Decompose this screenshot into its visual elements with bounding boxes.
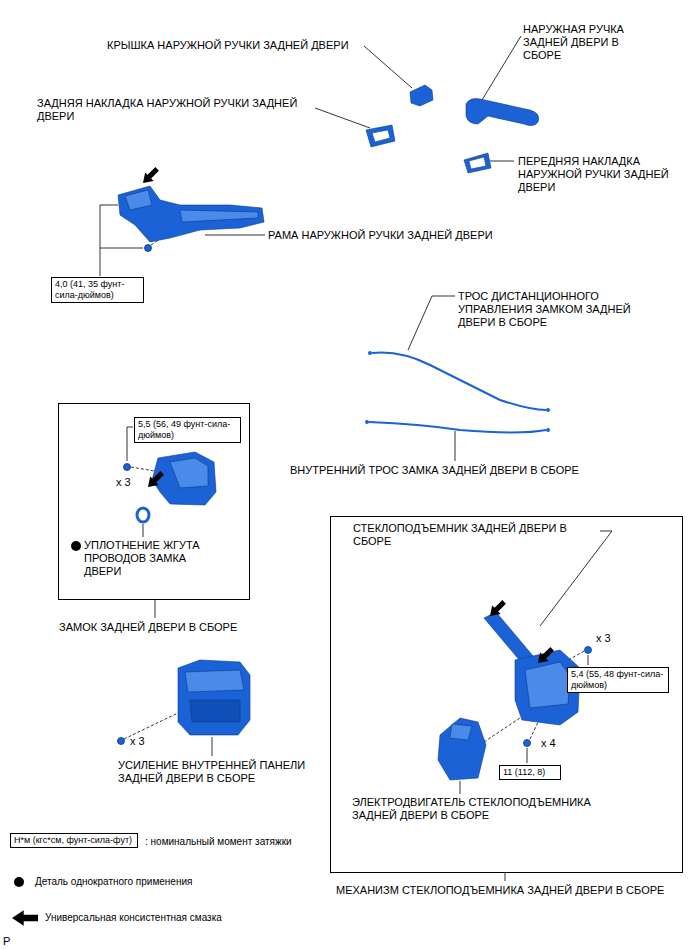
part-name: РАМА НАРУЖНОЙ РУЧКИ ЗАДНЕЙ ДВЕРИ [268,229,493,242]
door-handle-part [466,99,539,126]
regulator-part [438,612,580,780]
bolt-symbol [118,738,125,745]
group-caption: ЗАМОК ЗАДНЕЙ ДВЕРИ В СБОРЕ [59,621,237,634]
cable-end [546,428,550,432]
part-name: УПЛОТНЕНИЕ ЖГУТА ПРОВОДОВ ЗАМКА ДВЕРИ [84,539,214,578]
torque-box: 4,0 (41, 35 фунт-сила-дюймов) [51,277,144,303]
leader-line [490,161,514,162]
torque-value: 5,5 (56, 49 фунт-сила-дюймов) [138,419,237,441]
reinforcement-part [178,660,250,735]
reinforcement-part [190,700,240,722]
bolt-symbol [585,647,592,654]
leader-line [155,600,156,618]
torque-box: 5,4 (55, 48 фунт-сила-дюймов) [567,667,669,693]
reinforcement-part [185,670,244,692]
part-name: ЭЛЕКТРОДВИГАТЕЛЬ СТЕКЛОПОДЪЕМНИКА ЗАДНЕЙ… [352,796,632,822]
quantity: x 3 [596,632,611,645]
torque-value: 4,0 (41, 35 фунт-сила-дюймов) [55,279,140,301]
door-handle-part [464,153,491,173]
single-use-dot [71,541,81,551]
part-name: ЗАДНЯЯ НАКЛАДКА НАРУЖНОЙ РУЧКИ ЗАДНЕЙ ДВ… [37,97,322,123]
grease-arrow [139,165,162,188]
part-name: НАРУЖНАЯ РУЧКА ЗАДНЕЙ ДВЕРИ В СБОРЕ [523,23,658,62]
grease-arrow [486,598,509,621]
leader-line [540,531,612,626]
bolt-symbol [145,245,152,252]
torque-box: 5,5 (56, 49 фунт-сила-дюймов) [134,417,241,443]
bolt-axis [124,712,180,739]
door-handle-part [180,210,258,222]
torque-value: 11 (112, 8) [503,767,557,778]
reinforcement-part [178,660,250,735]
cable-end [546,408,550,412]
grease-arrow [144,469,167,492]
lock-part [137,508,149,522]
lock-part [170,458,208,488]
legend-unit-text: Н*м (кгс*см, фунт-сила-фут) [14,835,134,846]
legend-text: Деталь однократного применения [35,876,192,888]
part-name: КРЫШКА НАРУЖНОЙ РУЧКИ ЗАДНЕЙ ДВЕРИ [107,39,349,52]
bolt-symbol [524,740,531,747]
part-name: СТЕКЛОПОДЪЕМНИК ЗАДНЕЙ ДВЕРИ В СБОРЕ [353,522,583,548]
torque-box: 11 (112, 8) [499,765,561,780]
leader-line [315,108,370,128]
grease-arrow [534,645,557,668]
door-handle-part [118,186,264,242]
part-name: УСИЛЕНИЕ ВНУТРЕННЕЙ ПАНЕЛИ ЗАДНЕЙ ДВЕРИ … [118,759,323,785]
group-caption: МЕХАНИЗМ СТЕКЛОПОДЪЕМНИКА ЗАДНЕЙ ДВЕРИ В… [336,884,664,897]
cable-part [369,422,546,433]
cable-part [369,353,546,433]
leader-line [460,781,461,794]
single-use-dot [14,877,24,887]
leader-line [505,873,506,881]
quantity: x 3 [116,476,131,489]
legend-text: Универсальная консистентная смазка [45,912,222,924]
leader-line [143,524,144,537]
door-handle-part [125,190,152,210]
lock-part [152,452,216,505]
part-name: ТРОС ДИСТАНЦИОННОГО УПРАВЛЕНИЯ ЗАМКОМ ЗА… [458,290,648,329]
regulator-part [525,662,570,708]
regulator-part [450,724,472,740]
door-handle-part [410,85,433,106]
part-name: ВНУТРЕННИЙ ТРОС ЗАМКА ЗАДНЕЙ ДВЕРИ В СБО… [290,464,579,477]
door-handle-part [366,125,395,147]
leader-line [482,36,521,100]
bolt-axis [484,718,520,742]
bolt-symbol [124,464,131,471]
cable-end [368,351,372,355]
quantity: x 3 [130,735,145,748]
legend-text: : номинальный момент затяжки [145,836,292,848]
part-name: ПЕРЕДНЯЯ НАКЛАДКА НАРУЖНОЙ РУЧКИ ЗАДНЕЙ … [518,155,680,194]
leader-line [408,296,455,350]
lock-part [137,452,216,522]
leader-line [205,235,265,236]
cable-end [365,420,369,424]
cable-part [372,353,546,411]
leader-line [127,427,133,461]
leader-line [588,655,589,665]
leader-line [212,737,213,756]
legend-box: Н*м (кгс*см, фунт-сила-фут) [10,833,138,848]
torque-value: 5,4 (55, 48 фунт-сила-дюймов) [571,669,665,691]
leader-line [527,748,528,763]
grease-arrow [12,910,38,926]
leader-line [364,46,412,88]
regulator-part [438,718,486,780]
page-mark: P [3,935,10,948]
leader-line [455,431,456,461]
cable-end [365,351,550,432]
quantity: x 4 [541,737,556,750]
